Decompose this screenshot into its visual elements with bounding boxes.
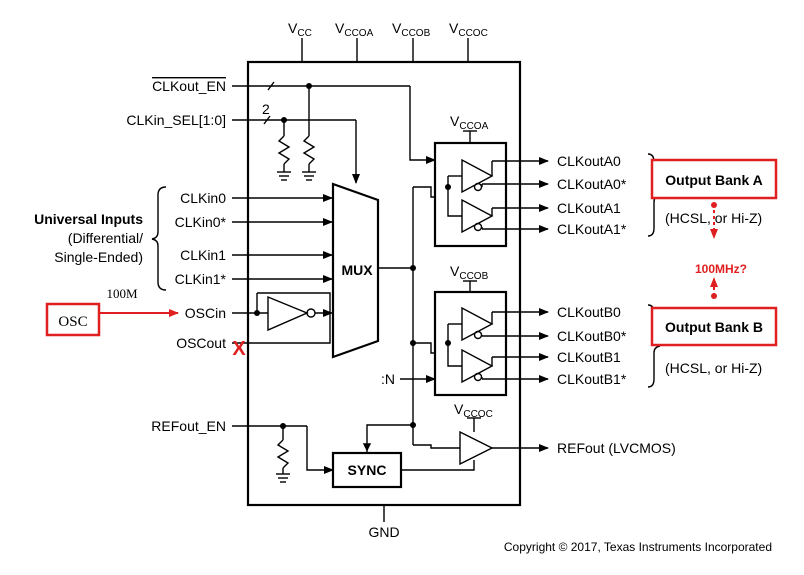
freq-annotation: 100M	[106, 286, 138, 301]
universal-inputs-line3: Single-Ended)	[54, 249, 143, 265]
mux-label: MUX	[341, 262, 373, 278]
clkoutb0n-label: CLKoutB0*	[557, 328, 627, 344]
refout-en-label: REFout_EN	[151, 418, 226, 434]
vcc-label: VCC	[288, 20, 312, 39]
mux-block	[331, 182, 380, 359]
clkin0n-label: CLKin0*	[175, 214, 227, 230]
vccob-label: VCCOB	[392, 20, 431, 39]
universal-inputs-line2: (Differential/	[68, 230, 143, 246]
bank-b-annotation: Output Bank B	[665, 319, 763, 335]
clkouta0n-label: CLKoutA0*	[557, 176, 627, 192]
bank-a-supply-label: VCCOA	[450, 113, 489, 132]
bank-b-note: (HCSL, or Hi-Z)	[665, 360, 762, 376]
clkoutb0-label: CLKoutB0	[557, 304, 621, 320]
question-annotation: 100MHz?	[695, 262, 747, 276]
clkouta1-label: CLKoutA1	[557, 200, 621, 216]
sync-label: SYNC	[348, 462, 387, 478]
universal-inputs-title: Universal Inputs	[34, 211, 143, 227]
refout-label: REFout (LVCMOS)	[557, 440, 676, 456]
bus-width-label: 2	[262, 101, 270, 117]
clkouta1n-label: CLKoutA1*	[557, 221, 627, 237]
clkoutb1n-label: CLKoutB1*	[557, 371, 627, 387]
annotations: Output Bank A Output Bank B 100MHz? OSC …	[45, 158, 778, 360]
clkin1n-label: CLKin1*	[175, 271, 227, 287]
vccoc-label: VCCOC	[449, 20, 488, 39]
clkouta0-label: CLKoutA0	[557, 153, 621, 169]
refout-supply-label: VCCOC	[454, 401, 493, 420]
divn-label: :N	[381, 371, 395, 387]
clkout-en-label: CLKout_EN	[152, 78, 226, 94]
copyright-text: Copyright © 2017, Texas Instruments Inco…	[504, 540, 772, 554]
oscout-label: OSCout	[176, 335, 226, 351]
oscout-cross: X	[232, 338, 246, 360]
clkin0-label: CLKin0	[180, 190, 226, 206]
oscin-label: OSCin	[185, 305, 226, 321]
bank-a-box	[433, 141, 508, 248]
clkin-sel-label: CLKin_SEL[1:0]	[126, 112, 226, 128]
bank-b-supply-label: VCCOB	[450, 263, 489, 282]
vccoa-label: VCCOA	[335, 20, 374, 39]
bank-a-annotation: Output Bank A	[665, 172, 762, 188]
gnd-label: GND	[368, 524, 399, 540]
clkoutb1-label: CLKoutB1	[557, 349, 621, 365]
osc-annotation: OSC	[58, 314, 87, 330]
clkin1-label: CLKin1	[180, 247, 226, 263]
